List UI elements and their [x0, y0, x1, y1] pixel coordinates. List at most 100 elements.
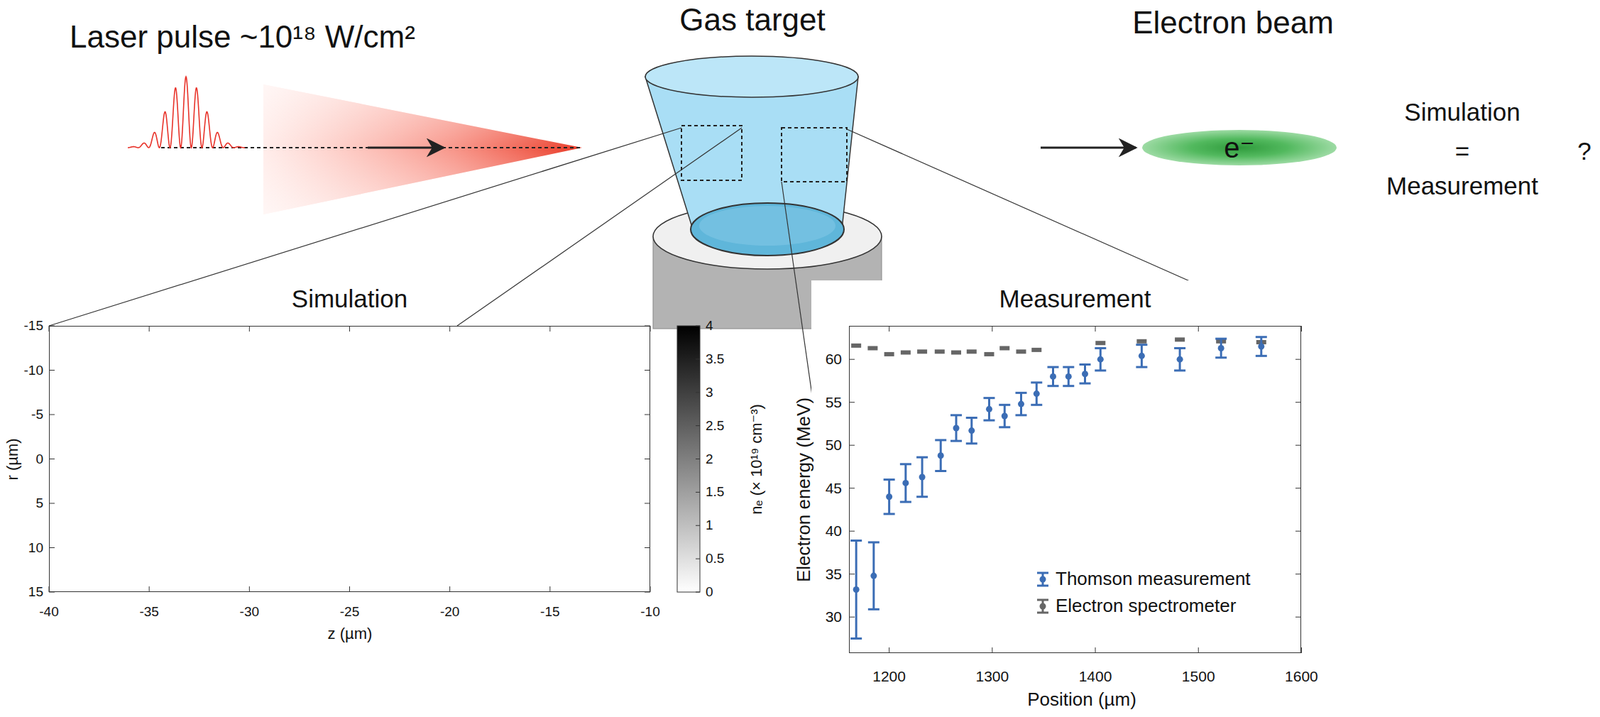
tick-label: 1500 [1181, 668, 1216, 685]
error-bar [850, 540, 862, 639]
axis-label: r (µm) [4, 437, 21, 480]
error-bar [900, 464, 912, 502]
tick-label: 30 [825, 609, 842, 625]
data-dot [1257, 343, 1265, 350]
data-dot [1001, 413, 1008, 420]
spectrometer-point [851, 343, 862, 348]
spectrometer-point [884, 352, 895, 357]
panel-title: Simulation [291, 285, 408, 314]
spectrometer-point [900, 350, 911, 355]
data-dot [1033, 390, 1040, 397]
spectrometer-point [867, 345, 878, 350]
tick-label: 0 [35, 452, 44, 467]
data-dot [1039, 576, 1047, 583]
tick-label: 15 [28, 584, 44, 600]
axis-label: Electron energy (MeV) [794, 397, 814, 583]
colorbar-tick-label: 4 [705, 318, 714, 333]
colorbar-tick-label: 0 [705, 584, 714, 600]
data-dot [1218, 344, 1225, 352]
legend-markers [1037, 572, 1049, 613]
question-text: = [1455, 138, 1470, 165]
colorbar-tick-label: 3 [705, 385, 714, 400]
laser-beam [161, 84, 583, 215]
tick-label: -20 [440, 604, 460, 619]
colorbar-tick-label: 1.5 [705, 484, 725, 500]
data-dot [985, 406, 993, 413]
error-bar [1037, 572, 1049, 586]
tick-label: -15 [24, 318, 44, 333]
error-bar [934, 440, 947, 472]
gas-target: Gas target [630, 2, 875, 337]
electron-bunch: e⁻ [1142, 129, 1337, 166]
tick-label: 5 [35, 496, 44, 511]
measurement-panel-ground [811, 280, 1317, 717]
tick-label: -40 [39, 604, 59, 619]
tick-label: 1600 [1284, 668, 1319, 685]
data-dot [1049, 373, 1057, 380]
error-bar [1255, 337, 1268, 357]
data-dot [1065, 373, 1072, 380]
question-mark: ? [1577, 138, 1591, 165]
error-bar [1135, 344, 1148, 367]
colorbar [677, 325, 700, 593]
panel-title: Measurement [999, 285, 1152, 314]
electron-symbol: e⁻ [1223, 133, 1255, 162]
spectrometer-point [934, 349, 945, 354]
laser-title: Laser pulse ~10¹⁸ W/cm² [69, 20, 416, 54]
tick-label: -10 [24, 363, 44, 378]
spectrometer-point [917, 349, 928, 354]
colorbar-tick-label: 2.5 [705, 418, 725, 434]
colorbar-tick-label: 2 [705, 452, 714, 467]
tick-label: 50 [825, 437, 842, 453]
data-dot [885, 493, 893, 500]
legend-marker [1037, 599, 1049, 613]
error-bar [1062, 366, 1075, 387]
laser-pulse-waveform [127, 76, 245, 148]
error-bar [916, 457, 928, 497]
spectrometer-point [1095, 340, 1106, 345]
data-dot [937, 452, 945, 459]
error-bar [883, 479, 896, 514]
data-dot [870, 572, 877, 580]
spectrometer-point [1015, 349, 1026, 354]
tick-label: -25 [340, 604, 360, 619]
error-bar [1174, 347, 1186, 370]
legend-text: Thomson measurement [1055, 569, 1251, 589]
axis-ticks [48, 325, 1302, 654]
tick-label: -35 [139, 604, 159, 619]
error-bar [1094, 347, 1106, 370]
error-bar [950, 415, 962, 441]
error-bar [1015, 392, 1027, 415]
tick-label: 35 [825, 566, 842, 583]
error-bar [983, 398, 995, 421]
spectrometer-point [966, 349, 977, 354]
gas-target-title: Gas target [630, 2, 875, 37]
colorbar-label: nₑ (× 10¹⁹ cm⁻³) [748, 403, 765, 515]
simulation-panel: Simulation [48, 325, 651, 593]
spectrometer-point [1136, 339, 1147, 344]
tick-label: 1400 [1078, 668, 1113, 685]
tick-label: -5 [31, 407, 44, 422]
spectrometer-point [1031, 347, 1042, 353]
error-bar [868, 542, 880, 610]
data-dot [919, 473, 926, 480]
error-bar [998, 404, 1011, 427]
spectrometer-point [999, 345, 1010, 350]
data-dot [968, 427, 975, 434]
colorbar-tick-label: 1 [705, 518, 714, 533]
electron-beam-title: Electron beam [1132, 6, 1334, 40]
legend-text: Electron spectrometer [1055, 596, 1236, 616]
data-dot [1081, 370, 1089, 377]
tick-label: 40 [825, 523, 842, 539]
spectrometer-point [1174, 337, 1185, 342]
error-bar [1047, 366, 1059, 387]
data-dot [853, 586, 860, 593]
axis-label: Position (µm) [1027, 689, 1137, 710]
data-dot [1097, 356, 1104, 363]
error-bar [1030, 382, 1043, 405]
question-text: Simulation [1404, 99, 1520, 126]
spectrometer-point [983, 352, 994, 357]
tick-label: -15 [540, 604, 560, 619]
data-dot [953, 424, 960, 431]
